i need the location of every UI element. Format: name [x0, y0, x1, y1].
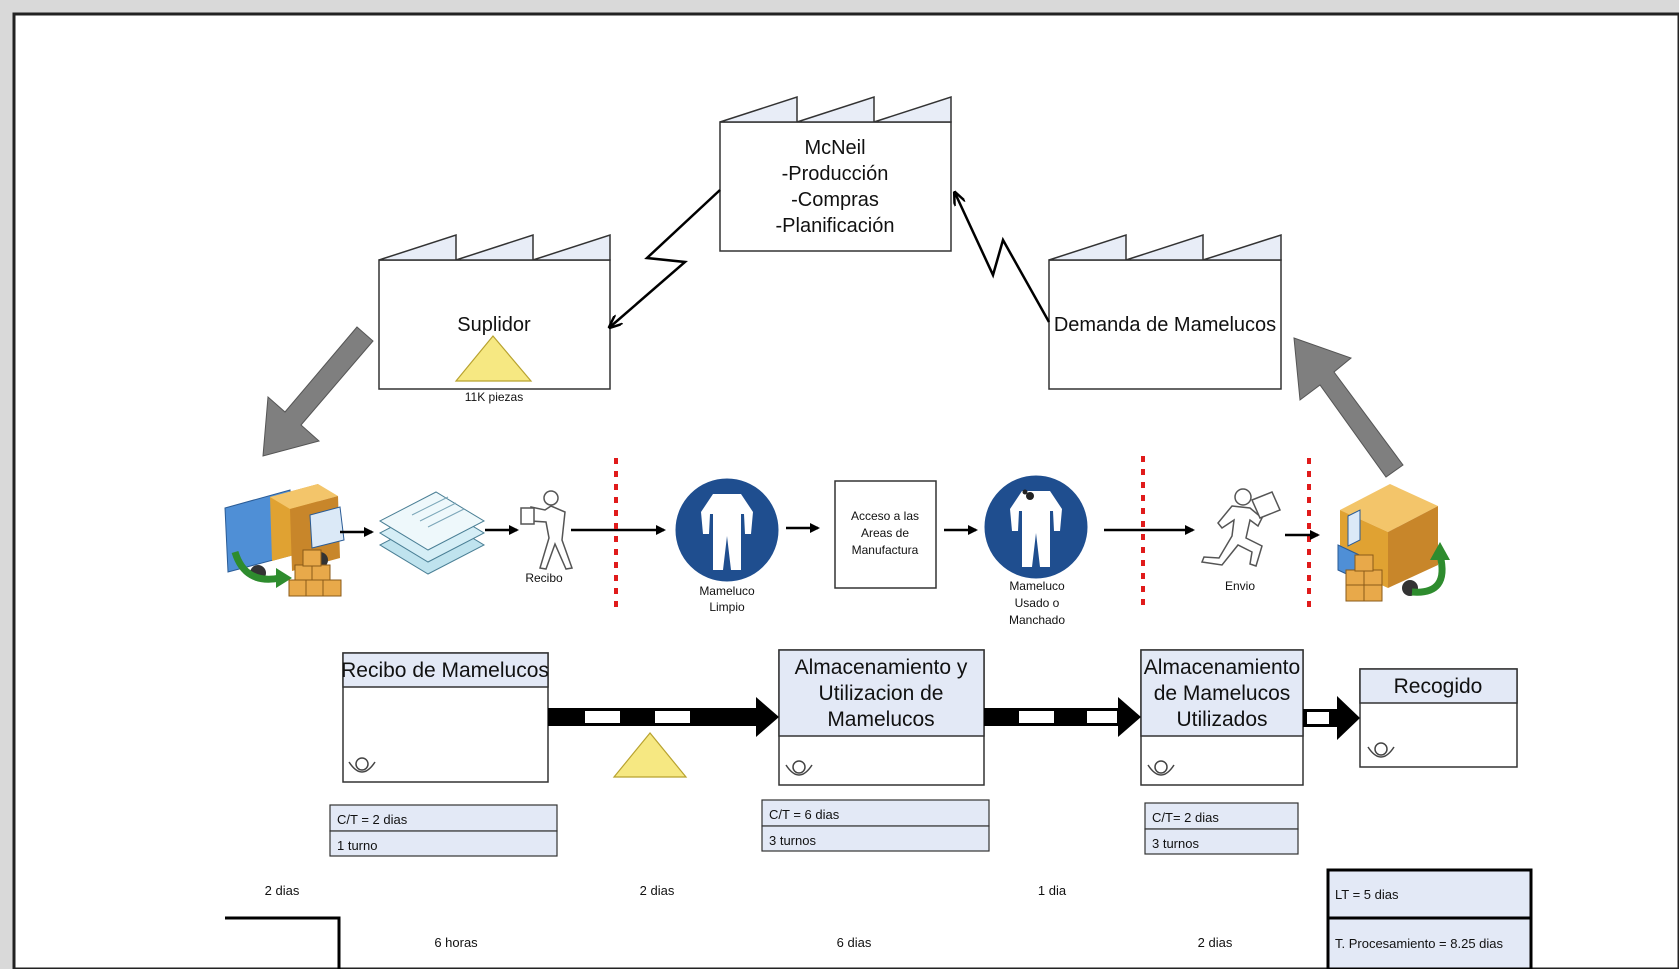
inventory-triangle-icon — [612, 732, 688, 778]
worker-icon[interactable]: Recibo — [520, 490, 574, 585]
truck-load-icon — [1337, 484, 1450, 602]
operator-icon — [1367, 742, 1395, 758]
info-flow-customer-to-mcneil-icon — [955, 193, 1051, 323]
process-1-title: Recibo de Mamelucos — [341, 659, 549, 682]
factory-supplier[interactable]: Suplidor 11K piezas — [378, 233, 611, 404]
truck-unload-icon — [224, 484, 345, 597]
factory-customer[interactable]: Demanda de Mamelucos — [1048, 233, 1282, 390]
process-2-title-line-1: Almacenamiento y — [795, 656, 968, 679]
mcneil-line-4: -Planificación — [776, 215, 895, 237]
recibo-label: Recibo — [525, 571, 563, 585]
process-2-title-line-3: Mamelucos — [827, 708, 934, 731]
timeline-lower-1: 6 horas — [434, 935, 478, 950]
lead-time-summary: LT = 5 dias T. Procesamiento = 8.25 dias — [1326, 868, 1533, 969]
acceso-line-1: Acceso a las — [851, 509, 919, 523]
coverall-used-icon[interactable]: Mameluco Usado o Manchado — [981, 472, 1091, 627]
timeline-lower-2: 6 dias — [837, 935, 872, 950]
acceso-line-2: Areas de — [861, 526, 909, 540]
customer-name: Demanda de Mamelucos — [1054, 314, 1276, 336]
processing-time-label: T. Procesamiento = 8.25 dias — [1335, 936, 1504, 951]
supplier-inventory-icon — [454, 335, 533, 382]
acceso-line-3: Manufactura — [852, 543, 919, 557]
access-box[interactable]: Acceso a las Areas de Manufactura — [834, 480, 937, 589]
process-almacenamiento-utilizacion[interactable]: Almacenamiento y Utilizacion de Mameluco… — [778, 649, 985, 786]
operator-icon — [348, 757, 376, 773]
factory-mcneil[interactable]: McNeil -Producción -Compras -Planificaci… — [719, 95, 952, 252]
push-arrow-3-icon — [1303, 696, 1360, 740]
mameluco-usado-line-2: Usado o — [1015, 596, 1060, 610]
mameluco-usado-line-1: Mameluco — [1009, 579, 1065, 593]
mcneil-line-3: -Compras — [791, 189, 879, 211]
data-box-3: C/T= 2 dias 3 turnos — [1144, 802, 1299, 855]
process-2-title-line-2: Utilizacion de — [819, 682, 944, 705]
timeline-upper-1: 2 dias — [265, 883, 300, 898]
process-1-shifts: 1 turno — [337, 838, 377, 853]
supplier-name: Suplidor — [457, 314, 531, 336]
process-3-title-line-1: Almacenamiento — [1144, 656, 1300, 679]
push-arrow-1-icon — [548, 697, 779, 737]
operator-icon — [1147, 760, 1175, 776]
envio-label: Envio — [1225, 579, 1255, 593]
shipment-arrow-in-icon — [262, 326, 374, 457]
shipment-arrow-out-icon — [1293, 337, 1404, 478]
process-recibo[interactable]: Recibo de Mamelucos — [341, 652, 549, 783]
timeline-upper-2: 2 dias — [640, 883, 675, 898]
process-2-shifts: 3 turnos — [769, 833, 816, 848]
runner-icon[interactable]: Envio — [1200, 488, 1282, 593]
data-box-2: C/T = 6 dias 3 turnos — [761, 799, 990, 852]
timeline-lower-3: 2 dias — [1198, 935, 1233, 950]
coverall-icon[interactable]: Mameluco Limpio — [672, 475, 782, 614]
mameluco-limpio-line-2: Limpio — [709, 600, 745, 614]
documents-icon — [378, 491, 486, 575]
process-recogido[interactable]: Recogido — [1359, 668, 1518, 768]
data-box-1: C/T = 2 dias 1 turno — [329, 804, 558, 857]
mcneil-line-1: McNeil — [804, 137, 865, 159]
process-4-title: Recogido — [1394, 675, 1483, 698]
timeline-line — [225, 916, 341, 969]
mcneil-line-2: -Producción — [782, 163, 889, 185]
process-3-ct: C/T= 2 dias — [1152, 810, 1219, 825]
push-arrow-2-icon — [984, 697, 1141, 737]
process-3-shifts: 3 turnos — [1152, 836, 1199, 851]
mameluco-usado-line-3: Manchado — [1009, 613, 1065, 627]
process-almacenamiento-utilizados[interactable]: Almacenamiento de Mamelucos Utilizados — [1140, 649, 1304, 786]
timeline-upper-3: 1 dia — [1038, 883, 1067, 898]
mameluco-limpio-line-1: Mameluco — [699, 584, 755, 598]
supplier-inventory-label: 11K piezas — [465, 390, 523, 404]
info-flow-mcneil-to-supplier-icon — [610, 189, 721, 327]
lead-time-label: LT = 5 dias — [1335, 887, 1399, 902]
process-3-title-line-3: Utilizados — [1176, 708, 1267, 731]
process-2-ct: C/T = 6 dias — [769, 807, 840, 822]
process-3-title-line-2: de Mamelucos — [1154, 682, 1291, 705]
operator-icon — [785, 760, 813, 776]
process-1-ct: C/T = 2 dias — [337, 812, 408, 827]
